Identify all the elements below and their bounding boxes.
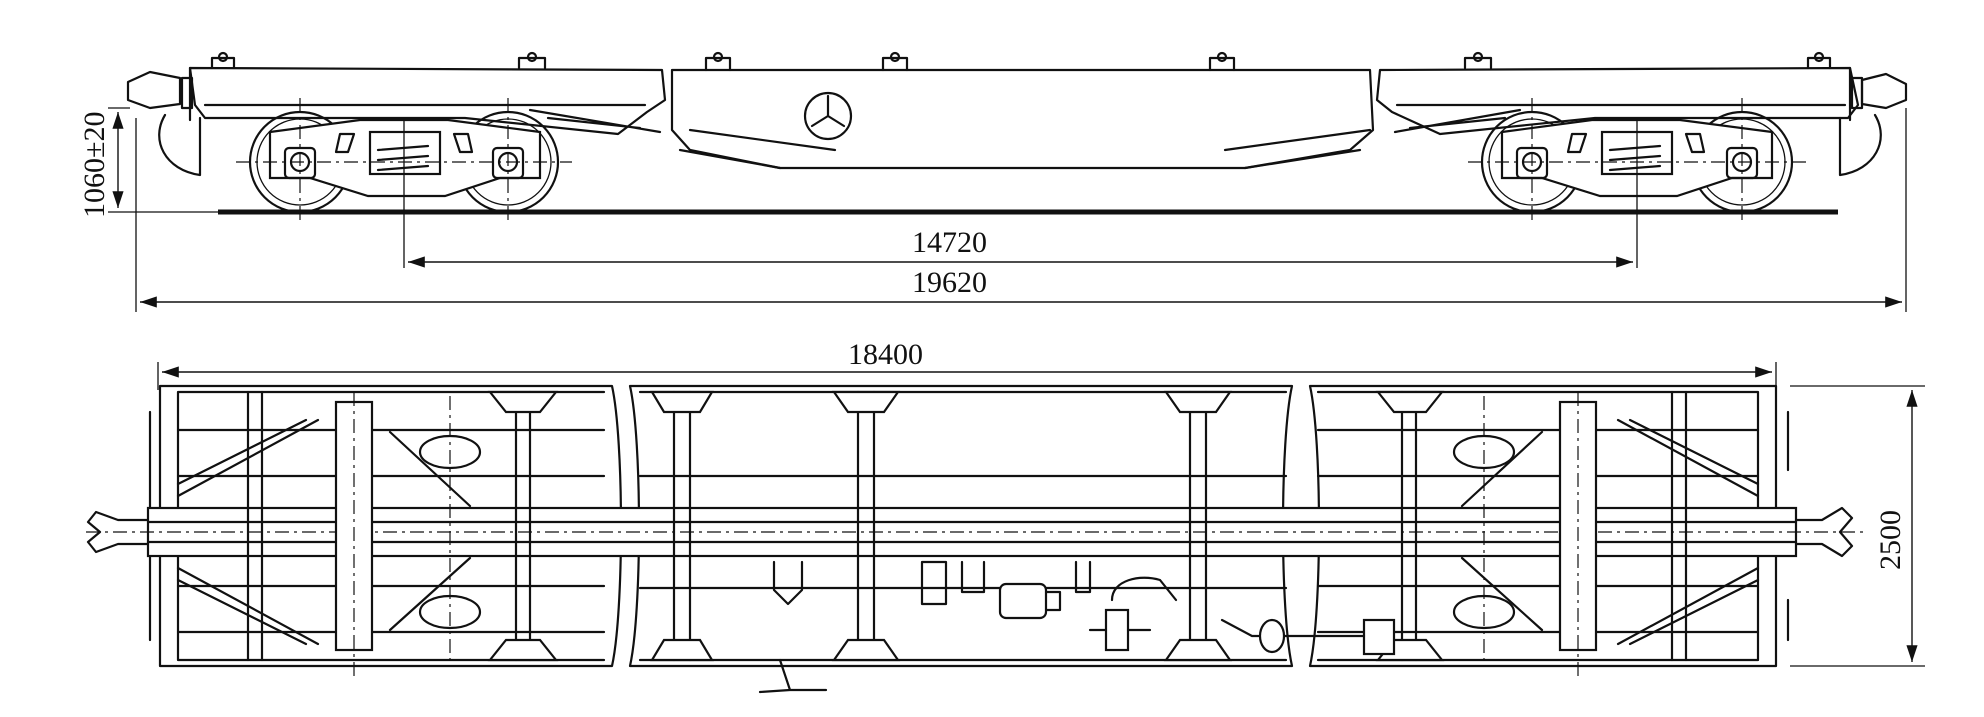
brake-cylinder-icon xyxy=(998,582,1048,620)
handbrake-wheel-icon xyxy=(803,91,853,141)
left-deck xyxy=(188,66,667,136)
brake-equipment xyxy=(758,560,1396,694)
frame-center-section xyxy=(628,384,1294,668)
right-coupler xyxy=(1838,66,1908,177)
plan-couplers xyxy=(86,506,1854,558)
side-bearings xyxy=(418,396,1516,664)
air-reservoir-icon xyxy=(1104,608,1130,652)
frame-length-label: 18400 xyxy=(848,338,923,371)
height-dimension: 1060±20 xyxy=(78,107,218,218)
frame-width-label: 2500 xyxy=(1874,510,1907,570)
height-dimension-label: 1060±20 xyxy=(78,112,111,218)
cross-members xyxy=(246,390,1688,676)
diagonal-bracing xyxy=(176,418,1760,646)
overall-length-label: 19620 xyxy=(912,266,987,299)
frame-width-dimension: 2500 xyxy=(1790,385,1925,667)
left-coupler xyxy=(126,66,202,177)
bogie-centers-label: 14720 xyxy=(912,226,987,259)
frame-length-dimension: 18400 xyxy=(157,338,1777,390)
deck-lugs xyxy=(210,51,1832,72)
overall-length-dimension: 19620 xyxy=(135,108,1907,312)
gussets xyxy=(487,390,1445,662)
center-deck xyxy=(670,68,1375,170)
plan-view: 18400 2500 xyxy=(86,338,1925,694)
side-view: 1060±20 14720 19620 xyxy=(78,51,1908,312)
bogie-centers-dimension: 14720 xyxy=(408,226,1633,268)
